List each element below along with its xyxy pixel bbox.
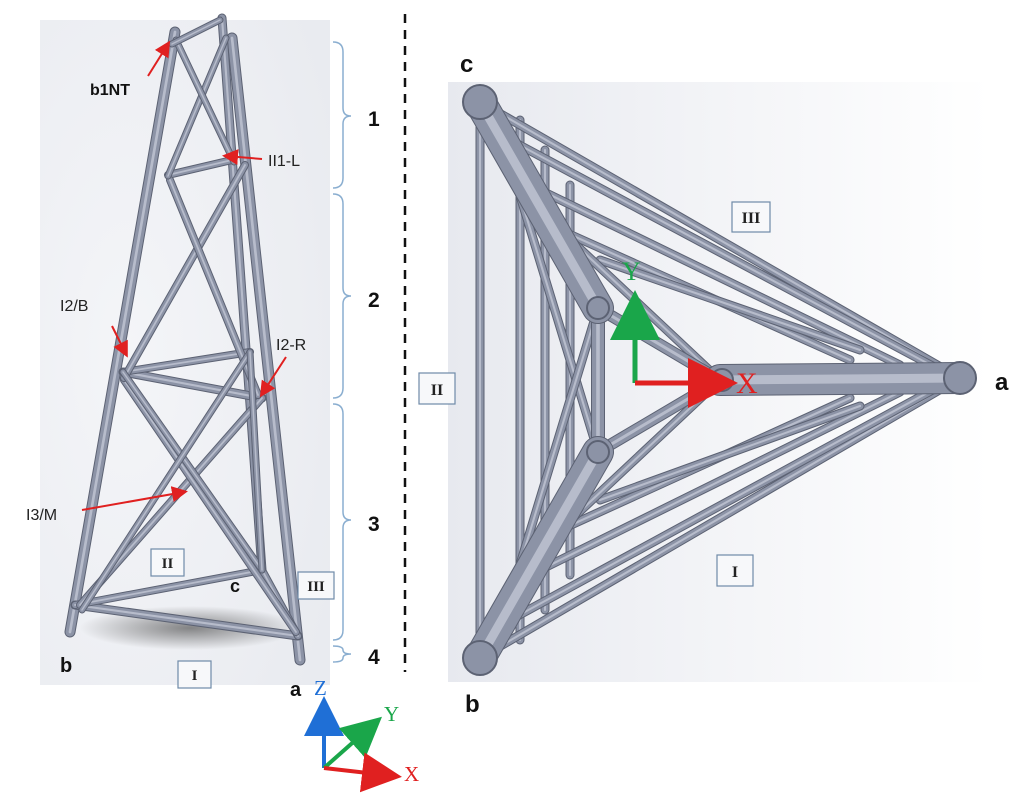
section-bracket-1: [332, 41, 352, 189]
y-axis-arrow: [322, 716, 382, 770]
tower-diagonal-2: [120, 376, 300, 636]
tower-diagonal-3: [120, 161, 249, 382]
top-view: [462, 84, 977, 676]
tower-horizontal-2-front: [118, 367, 267, 403]
tower-leg-b: [64, 26, 181, 638]
callout-i2-b: I2/B: [60, 298, 88, 315]
tower-face-label-i: I: [177, 660, 212, 689]
axis-triad-top: Y X: [610, 257, 758, 408]
top-bracing-member-10: [505, 381, 945, 625]
tower-diagonal-back-3: [246, 348, 266, 574]
section-label-3: 3: [368, 513, 380, 536]
callout-b1nt: b1NT: [90, 82, 130, 99]
top-leg-a: [704, 362, 976, 396]
section-brackets: [332, 41, 352, 663]
tower-diagonal-5: [164, 34, 230, 180]
tower-face-label-iii: III: [297, 571, 335, 600]
top-node-c: [462, 84, 498, 120]
callout-arrow-i2r: [259, 356, 287, 398]
tower-vertex-b: b: [60, 655, 72, 677]
axis-triad-3d: Z Y X: [304, 676, 419, 793]
top-leg-c: [464, 86, 614, 324]
tower-diagonal-back-2: [78, 348, 254, 614]
top-leg-b: [464, 436, 614, 674]
tower-base-horizontal-left: [71, 566, 266, 609]
svg-text:I: I: [192, 668, 198, 684]
tower-elevation: [64, 13, 306, 666]
top-bracing-member-7: [535, 185, 905, 370]
tower-horizontal-1: [164, 156, 236, 179]
svg-text:I: I: [732, 564, 738, 581]
y-axis-label: Y: [384, 702, 399, 726]
top-node-a: [943, 361, 977, 395]
section-label-4: 4: [368, 646, 380, 669]
callout-ii1-l: II1-L: [268, 153, 300, 170]
top-face-label-ii: II: [418, 372, 456, 405]
section-bracket-3: [332, 403, 352, 641]
callout-arrow-i3m: [81, 486, 188, 511]
top-bracing-member-6: [505, 135, 945, 375]
top-y-axis-label: Y: [622, 257, 641, 286]
top-vertex-b: b: [465, 691, 480, 718]
callout-arrow-b1nt: [147, 40, 171, 77]
tower-callouts: b1NT II1-L I2/B I2-R I3/M: [26, 40, 306, 524]
tower-leg-a: [226, 32, 306, 666]
top-bracing-member-11: [535, 387, 905, 575]
svg-text:III: III: [307, 579, 325, 595]
tower-base-horizontal-front: [70, 600, 303, 641]
top-vertex-a: a: [995, 369, 1009, 396]
top-inner-node-b: [586, 440, 610, 464]
top-bracing-member-15: [595, 255, 865, 355]
callout-i2-r: I2-R: [276, 337, 306, 354]
section-label-2: 2: [368, 289, 380, 312]
top-view-members: [462, 84, 977, 676]
section-bracket-2: [332, 193, 352, 399]
section-bracket-4: [332, 645, 352, 663]
x-axis-label: X: [404, 762, 419, 786]
tower-top-brace: [168, 16, 224, 48]
z-axis-label: Z: [314, 676, 327, 700]
tower-horizontal-2-back: [119, 348, 254, 376]
top-face-label-i: I: [716, 554, 754, 587]
top-vertex-c: c: [460, 51, 473, 78]
svg-text:III: III: [742, 210, 761, 227]
top-inner-node-c: [586, 296, 610, 320]
top-bracing-member-16: [595, 401, 865, 505]
svg-text:II: II: [162, 556, 174, 572]
callout-arrow-i2b: [111, 325, 128, 358]
tower-face-label-ii: II: [150, 548, 185, 577]
callout-arrow-ii1l: [222, 149, 263, 165]
top-bracing-member-5: [475, 97, 965, 383]
top-face-label-iii: III: [731, 201, 771, 233]
tower-vertex-a: a: [290, 679, 302, 701]
callout-i3-m: I3/M: [26, 507, 57, 524]
tower-diagonal-6: [172, 36, 238, 166]
section-label-1: 1: [368, 108, 380, 131]
top-node-b: [462, 640, 498, 676]
svg-text:II: II: [431, 382, 443, 399]
top-bracing-member-9: [475, 373, 965, 663]
tower-vertex-c: c: [230, 576, 240, 596]
x-axis-arrow: [323, 752, 402, 793]
top-inner-node-a: [710, 368, 734, 392]
tower-members: [64, 13, 306, 666]
top-x-axis-label: X: [736, 367, 758, 400]
tower-diagonal-back-1: [119, 368, 266, 574]
